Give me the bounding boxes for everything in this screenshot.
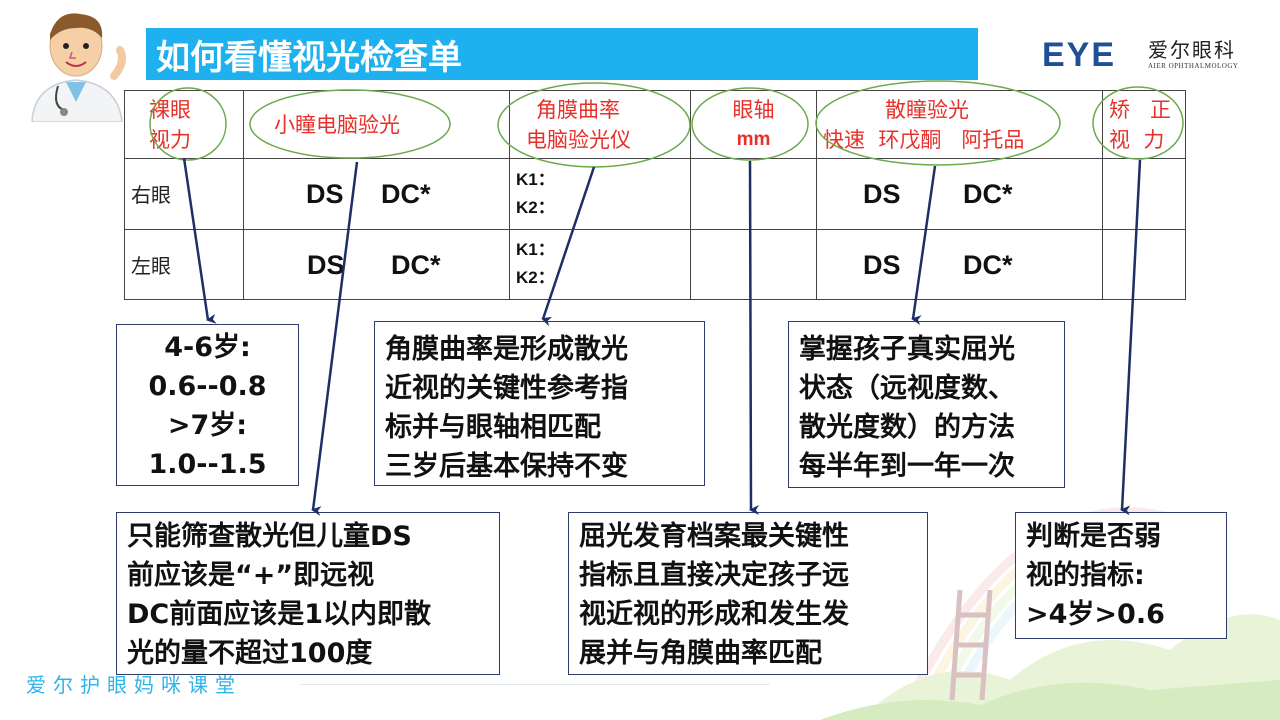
screening-note-line: DC前面应该是1以内即散: [127, 599, 432, 630]
refraction-note-line: 掌握孩子真实屈光: [799, 334, 1015, 365]
header-corrected: 矫 正 视 力: [1102, 89, 1186, 160]
table-row: 右眼 DS DC* K1： K2： DS DC*: [124, 158, 1186, 230]
footer-text: 爱尔护眼妈咪课堂: [26, 673, 242, 697]
logo-chinese: 爱尔眼科: [1148, 38, 1236, 62]
header-corrected-line2: 视 力: [1109, 127, 1165, 152]
amblyopia-note-line: >4岁>0.6: [1026, 599, 1165, 630]
header-naked-vision-line1: 裸眼: [149, 97, 191, 122]
axis-note-box: 屈光发育档案最关键性 指标且直接决定孩子远 视近视的形成和发生发 展并与角膜曲率…: [568, 512, 928, 675]
left-dilated-cell: DS DC*: [816, 228, 1103, 301]
doctor-mascot-icon: [31, 13, 126, 122]
left-small-pupil-cell: DS DC*: [243, 228, 510, 301]
screening-note-line: 只能筛查散光但儿童DS: [127, 521, 412, 552]
corneal-note-line: 标并与眼轴相匹配: [385, 412, 601, 443]
header-corneal-line2: 电脑验光仪: [526, 127, 631, 152]
age-vision-line: 0.6--0.8: [148, 371, 267, 402]
age-vision-line: 1.0--1.5: [148, 449, 267, 480]
left-axis-cell: [690, 228, 817, 301]
logo-english: AIER OPHTHALMOLOGY: [1148, 62, 1239, 70]
age-vision-box: 4-6岁: 0.6--0.8 >7岁: 1.0--1.5: [116, 324, 299, 486]
right-ds-dilated: DS: [863, 179, 901, 210]
header-small-pupil: 小瞳电脑验光: [243, 89, 510, 160]
left-dc-dilated: DC*: [963, 249, 1013, 280]
amblyopia-note-line: 视的指标:: [1026, 560, 1145, 591]
header-dilated-line1: 散瞳验光: [885, 97, 969, 122]
right-dc: DC*: [381, 179, 431, 210]
axis-note-line: 屈光发育档案最关键性: [579, 521, 849, 552]
left-k1: K1：: [516, 240, 555, 260]
right-dilated-cell: DS DC*: [816, 158, 1103, 230]
amblyopia-note-box: 判断是否弱 视的指标: >4岁>0.6: [1015, 512, 1227, 639]
header-naked-vision-line2: 视力: [149, 127, 191, 152]
age-vision-line: >7岁:: [167, 410, 248, 441]
axis-note-line: 展并与角膜曲率匹配: [579, 638, 822, 669]
header-axis: 眼轴 mm: [690, 89, 817, 160]
age-vision-line: 4-6岁:: [164, 332, 251, 363]
screening-note-box: 只能筛查散光但儿童DS 前应该是“+”即远视 DC前面应该是1以内即散 光的量不…: [116, 512, 500, 675]
optometry-table: 裸眼 视力 小瞳电脑验光 角膜曲率 电脑验光仪 眼轴 mm 散瞳验光 快速 环戊…: [124, 89, 1186, 301]
logo-mark: EYE: [1042, 36, 1117, 74]
screening-note-line: 前应该是“+”即远视: [127, 560, 375, 591]
right-small-pupil-cell: DS DC*: [243, 158, 510, 230]
aier-logo: EYE 爱尔眼科 AIER OPHTHALMOLOGY: [1042, 34, 1252, 74]
right-axis-cell: [690, 158, 817, 230]
refraction-note-box: 掌握孩子真实屈光 状态（远视度数、 散光度数）的方法 每半年到一年一次: [788, 321, 1065, 488]
ladder-icon: [949, 589, 993, 701]
header-axis-unit: mm: [736, 128, 771, 150]
axis-note-line: 视近视的形成和发生发: [579, 599, 849, 630]
header-dilated-line2: 快速 环戊酮 阿托品: [823, 127, 1025, 152]
header-corneal-line1: 角膜曲率: [536, 97, 620, 122]
header-small-pupil-text: 小瞳电脑验光: [274, 112, 400, 137]
left-ds-dilated: DS: [863, 249, 901, 280]
page-title: 如何看懂视光检查单: [146, 28, 978, 80]
footer-divider: [300, 684, 770, 685]
header-axis-line1: 眼轴: [732, 97, 775, 122]
left-corrected-cell: [1102, 228, 1186, 301]
right-ds: DS: [306, 179, 344, 210]
header-corrected-line1: 矫 正: [1109, 97, 1172, 122]
header-naked-vision: 裸眼 视力: [124, 89, 244, 160]
refraction-note-line: 散光度数）的方法: [799, 412, 1015, 443]
right-dc-dilated: DC*: [963, 179, 1013, 210]
left-ds: DS: [307, 249, 345, 280]
left-corneal-cell: K1： K2：: [509, 228, 691, 301]
left-k2: K2：: [516, 268, 555, 288]
screening-note-line: 光的量不超过100度: [127, 638, 373, 669]
corneal-note-line: 三岁后基本保持不变: [385, 451, 628, 482]
right-corrected-cell: [1102, 158, 1186, 230]
corneal-note-line: 角膜曲率是形成散光: [385, 334, 628, 365]
right-k2: K2：: [516, 197, 555, 217]
refraction-note-line: 状态（远视度数、: [799, 373, 1015, 404]
right-corneal-cell: K1： K2：: [509, 158, 691, 230]
amblyopia-note-line: 判断是否弱: [1026, 521, 1161, 552]
row-label-right-eye: 右眼: [124, 158, 244, 230]
left-dc: DC*: [391, 249, 441, 280]
header-dilated: 散瞳验光 快速 环戊酮 阿托品: [816, 89, 1103, 160]
table-header-row: 裸眼 视力 小瞳电脑验光 角膜曲率 电脑验光仪 眼轴 mm 散瞳验光 快速 环戊…: [124, 89, 1186, 160]
right-k1: K1：: [516, 169, 555, 189]
axis-note-line: 指标且直接决定孩子远: [579, 560, 849, 591]
refraction-note-line: 每半年到一年一次: [799, 451, 1015, 482]
header-corneal: 角膜曲率 电脑验光仪: [509, 89, 691, 160]
table-row: 左眼 DS DC* K1： K2： DS DC*: [124, 228, 1186, 301]
corneal-note-line: 近视的关键性参考指: [385, 373, 628, 404]
corneal-note-box: 角膜曲率是形成散光 近视的关键性参考指 标并与眼轴相匹配 三岁后基本保持不变: [374, 321, 705, 486]
row-label-left-eye: 左眼: [124, 228, 244, 301]
